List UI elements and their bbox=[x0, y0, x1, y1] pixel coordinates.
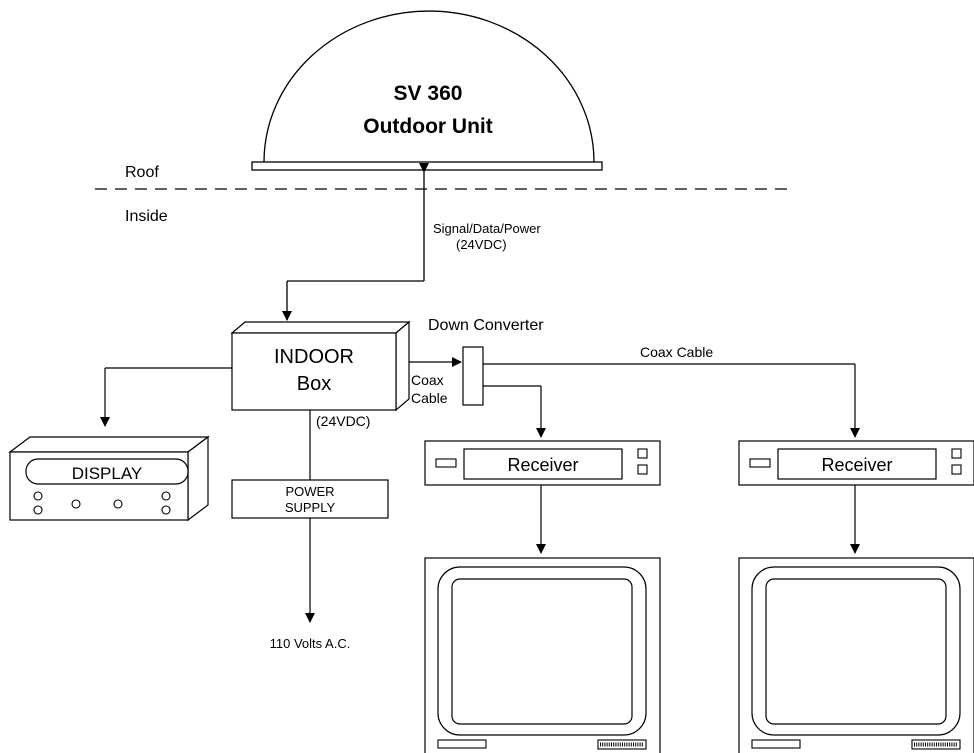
indoor-box-subtitle: Box bbox=[297, 373, 331, 395]
power-supply-label-1: POWER bbox=[285, 484, 334, 499]
power-supply bbox=[231, 479, 389, 519]
coax-short-label-1: Coax bbox=[411, 372, 444, 388]
signal-label: Signal/Data/Power bbox=[433, 221, 541, 236]
receiver-1-label: Receiver bbox=[507, 455, 578, 475]
coax-cable-label: Coax Cable bbox=[640, 344, 713, 360]
coax-short-label-2: Cable bbox=[411, 390, 448, 406]
receiver-2-label: Receiver bbox=[821, 455, 892, 475]
inside-label: Inside bbox=[125, 208, 168, 225]
coax-cable-line bbox=[483, 363, 860, 438]
outdoor-unit-subtitle: Outdoor Unit bbox=[363, 115, 492, 138]
outdoor-unit-base bbox=[251, 161, 603, 171]
power-supply-label-2: SUPPLY bbox=[285, 500, 336, 515]
display-knobs bbox=[33, 491, 171, 515]
down-converter bbox=[462, 346, 484, 406]
monitor-1 bbox=[424, 557, 661, 753]
indoor-box-title: INDOOR bbox=[274, 346, 354, 368]
receiver-1: Receiver bbox=[424, 440, 661, 486]
outdoor-unit: SV 360 Outdoor Unit bbox=[251, 10, 603, 171]
outdoor-unit-dome bbox=[263, 10, 595, 163]
display-label: DISPLAY bbox=[72, 464, 143, 483]
monitor-2 bbox=[738, 557, 974, 753]
display-unit: DISPLAY bbox=[8, 435, 210, 522]
outdoor-unit-title: SV 360 bbox=[394, 82, 463, 105]
signal-cable bbox=[282, 163, 429, 321]
indoor-box: INDOOR Box bbox=[230, 320, 411, 412]
down-converter-label: Down Converter bbox=[428, 317, 544, 334]
monitor-1-screen bbox=[451, 578, 633, 725]
mains-label: 110 Volts A.C. bbox=[270, 636, 351, 651]
roof-label: Roof bbox=[125, 164, 159, 181]
converter-to-receiver1-line bbox=[483, 385, 546, 438]
display-screen bbox=[25, 458, 189, 485]
indoor-power-label: (24VDC) bbox=[316, 413, 370, 429]
monitor-2-screen bbox=[765, 578, 947, 725]
signal-voltage-label: (24VDC) bbox=[456, 237, 507, 252]
receiver-2: Receiver bbox=[738, 440, 974, 486]
